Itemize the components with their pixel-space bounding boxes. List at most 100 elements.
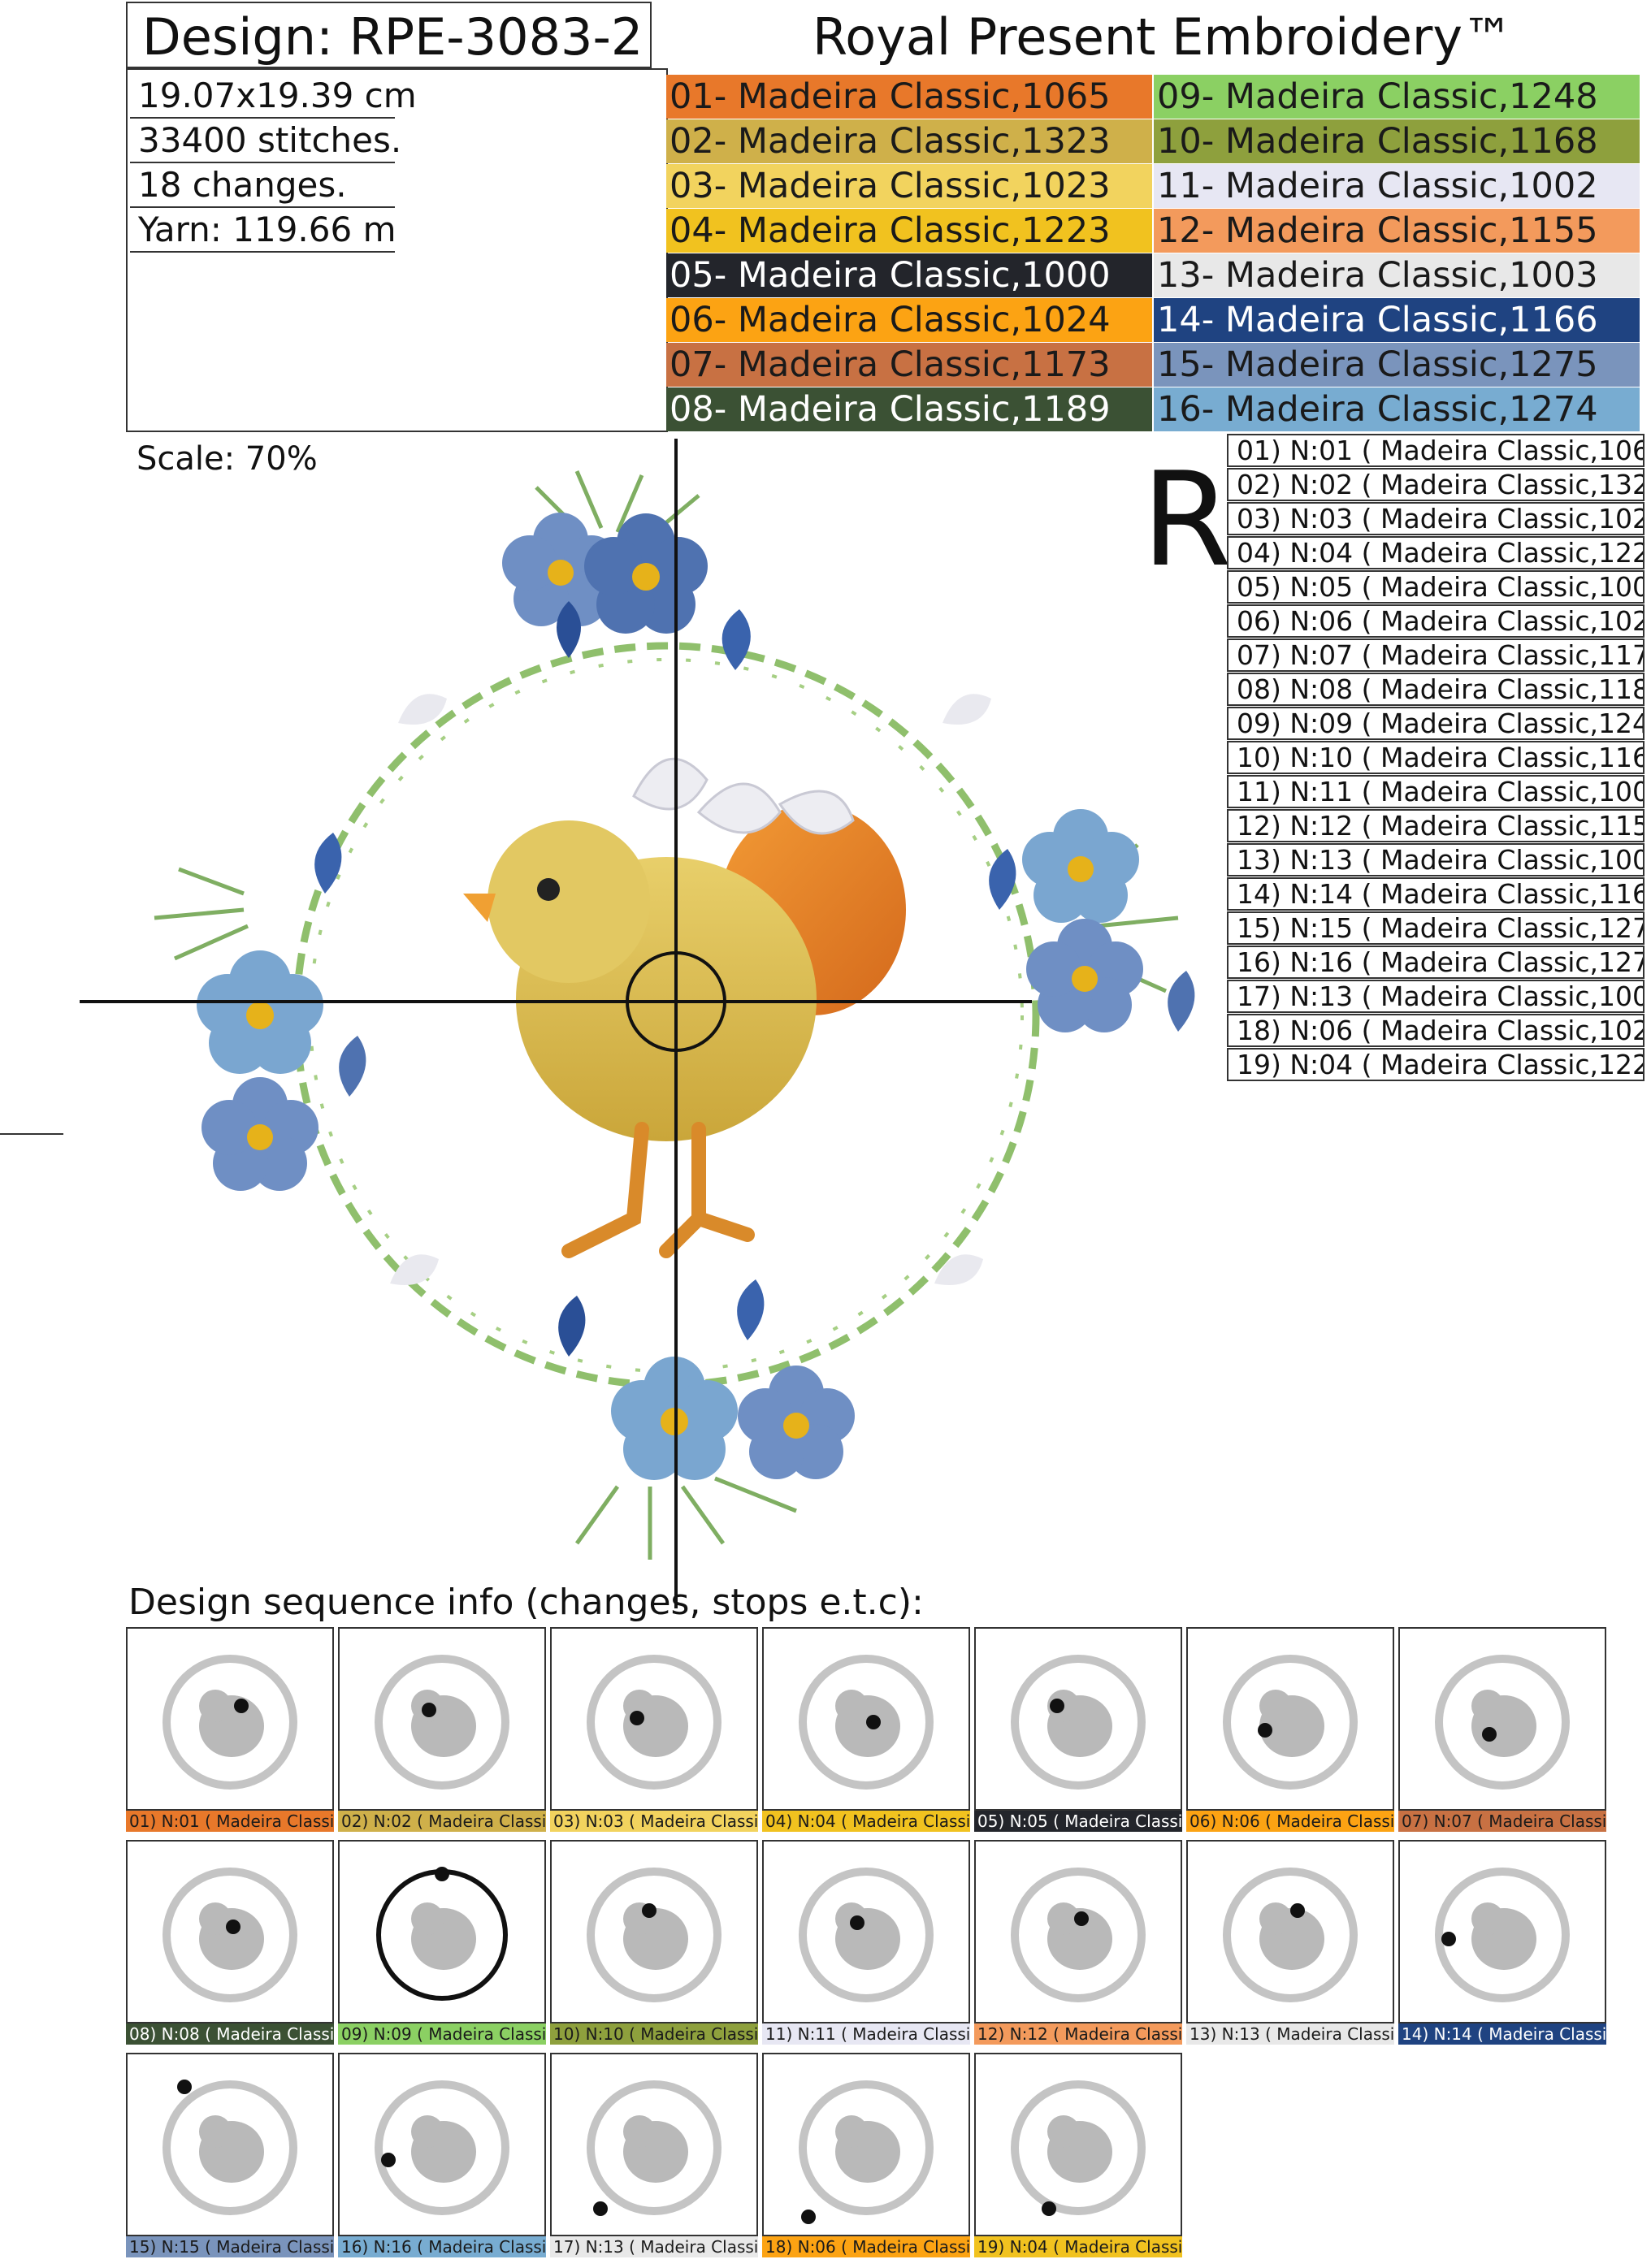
- thumbnail-preview: [376, 1867, 508, 2001]
- thumbnail-wreath: [1223, 1868, 1358, 2002]
- thumbnail-wreath: [375, 1655, 509, 1790]
- thumbnail-wreath: [1435, 1868, 1570, 2002]
- sequence-thumbnail: 07) N:07 ( Madeira Classic: [1398, 1627, 1606, 1835]
- thread-swatch: 07- Madeira Classic,1173: [666, 343, 1152, 387]
- sequence-item: 02) N:02 ( Madeira Classic,1323): [1227, 468, 1644, 501]
- sequence-item: 11) N:11 ( Madeira Classic,1002): [1227, 775, 1644, 808]
- thumbnail-stitch-mark: [234, 1699, 249, 1713]
- thumbnail-label: 13) N:13 ( Madeira Classic,1: [1186, 2023, 1394, 2045]
- sequence-thumbnail: 10) N:10 ( Madeira Classic,: [550, 1840, 758, 2048]
- sequence-thumbnail: 16) N:16 ( Madeira Classic,1: [338, 2053, 546, 2261]
- sequence-item: 01) N:01 ( Madeira Classic,1065): [1227, 434, 1644, 467]
- thumbnail-chick-head: [199, 2115, 232, 2148]
- sequence-thumbnail: 14) N:14 ( Madeira Classic,1: [1398, 1840, 1606, 2048]
- thumbnail-chick-head: [199, 1690, 232, 1722]
- sequence-list: 01) N:01 ( Madeira Classic,1065)02) N:02…: [1227, 434, 1648, 1084]
- thumbnail-label: 18) N:06 ( Madeira Classic,1: [762, 2236, 970, 2257]
- thumbnail-stitch-mark: [642, 1903, 656, 1918]
- thumbnail-label: 09) N:09 ( Madeira Classic: [338, 2023, 546, 2045]
- chick-legs: [561, 1122, 755, 1258]
- thumbnail-preview: [375, 2080, 509, 2215]
- sequence-thumbnail: 18) N:06 ( Madeira Classic,1: [762, 2053, 970, 2261]
- thumbnail-preview: [799, 1655, 934, 1790]
- sequence-item: 12) N:12 ( Madeira Classic,1155): [1227, 809, 1644, 842]
- thumbnail-preview: [1223, 1655, 1358, 1790]
- sequence-item: 14) N:14 ( Madeira Classic,1166): [1227, 877, 1644, 911]
- thumbnail-wreath: [1011, 1655, 1146, 1790]
- thumbnail-preview: [1011, 1868, 1146, 2002]
- thread-swatch: 05- Madeira Classic,1000: [666, 253, 1152, 297]
- thumbnail-preview: [799, 2080, 934, 2224]
- wreath-ring: [292, 642, 1040, 1389]
- flower-cluster-right: [934, 694, 1195, 1285]
- thumbnail-preview: [375, 1655, 509, 1790]
- thumbnail-stitch-mark: [381, 2153, 396, 2167]
- thumbnail-wreath: [1011, 2080, 1146, 2215]
- sequence-thumbnail: 01) N:01 ( Madeira Classic,1: [126, 1627, 334, 1835]
- chick-head: [488, 820, 650, 983]
- design-title: Design: RPE-3083-2: [142, 7, 644, 67]
- sequence-item: 15) N:15 ( Madeira Classic,1275): [1227, 911, 1644, 945]
- thumbnail-wreath: [162, 2080, 297, 2215]
- sequence-thumbnail: 12) N:12 ( Madeira Classic,1: [974, 1840, 1182, 2048]
- thumbnail-chick-head: [1047, 2115, 1080, 2148]
- center-mark: [626, 951, 726, 1052]
- thumbnail-wreath: [587, 1655, 722, 1790]
- thumbnail-preview: [1435, 1868, 1570, 2002]
- thumbnail-wreath: [162, 1868, 297, 2002]
- thumbnail-preview: [162, 1868, 297, 2002]
- sequence-thumbnail: 15) N:15 ( Madeira Classic,1: [126, 2053, 334, 2261]
- thread-swatch: 03- Madeira Classic,1023: [666, 164, 1152, 208]
- rotation-letter: R: [1142, 444, 1233, 595]
- sequence-thumbnail: 09) N:09 ( Madeira Classic: [338, 1840, 546, 2048]
- thread-swatch: 13- Madeira Classic,1003: [1154, 253, 1640, 297]
- thumbnail-label: 05) N:05 ( Madeira Classic: [974, 1811, 1182, 1832]
- thumbnail-stitch-mark: [1482, 1727, 1497, 1742]
- thread-swatch: 12- Madeira Classic,1155: [1154, 209, 1640, 253]
- thumbnail-preview: [587, 2080, 722, 2216]
- thumbnail-preview: [1435, 1655, 1570, 1790]
- thumbnail-chick-head: [1047, 1902, 1080, 1935]
- thumbnail-stitch-mark: [226, 1920, 240, 1934]
- sequence-thumbnail: 19) N:04 ( Madeira Classic,: [974, 2053, 1182, 2261]
- thread-swatch: 09- Madeira Classic,1248: [1154, 75, 1640, 119]
- chick-beak: [463, 894, 496, 922]
- sequence-item: 19) N:04 ( Madeira Classic,1223): [1227, 1048, 1644, 1081]
- thumbnail-preview: [1011, 1655, 1146, 1790]
- thumbnail-wreath: [799, 1868, 934, 2002]
- thumbnail-preview: [1223, 1868, 1358, 2002]
- thumbnail-stitch-mark: [1258, 1723, 1272, 1738]
- thumbnail-stitch-mark: [593, 2201, 608, 2216]
- thumbnail-label: 15) N:15 ( Madeira Classic,1: [126, 2236, 334, 2257]
- thread-swatch: 10- Madeira Classic,1168: [1154, 119, 1640, 163]
- thumbnail-wreath: [1011, 1868, 1146, 2002]
- thumbnail-chick-head: [199, 1902, 232, 1935]
- sequence-thumbnail: 03) N:03 ( Madeira Classic: [550, 1627, 758, 1835]
- sequence-item: 08) N:08 ( Madeira Classic,1189): [1227, 673, 1644, 706]
- thumbnail-wreath: [799, 1655, 934, 1790]
- thumbnail-stitch-mark: [435, 1867, 449, 1881]
- sequence-item: 03) N:03 ( Madeira Classic,1023): [1227, 502, 1644, 535]
- thumbnail-wreath: [587, 1868, 722, 2002]
- sequence-thumbnail: 05) N:05 ( Madeira Classic: [974, 1627, 1182, 1835]
- sequence-title: Design sequence info (changes, stops e.t…: [128, 1582, 924, 1623]
- design-size: 19.07x19.39 cm: [130, 75, 417, 119]
- thumbnail-chick-head: [1471, 1690, 1504, 1722]
- stitch-count: 33400 stitches.: [130, 119, 401, 163]
- sequence-item: 16) N:16 ( Madeira Classic,1274): [1227, 946, 1644, 979]
- thumbnail-preview: [162, 2080, 297, 2215]
- thumbnail-wreath: [1223, 1655, 1358, 1790]
- thumbnail-chick-head: [623, 2115, 656, 2148]
- margin-tick: [0, 1133, 63, 1135]
- thread-swatch: 14- Madeira Classic,1166: [1154, 298, 1640, 342]
- thumbnail-chick-head: [1259, 1902, 1292, 1935]
- thumbnail-preview: [799, 1868, 934, 2002]
- snowdrops: [632, 757, 855, 835]
- sequence-thumbnail: 11) N:11 ( Madeira Classic,10: [762, 1840, 970, 2048]
- sequence-item: 17) N:13 ( Madeira Classic,1003): [1227, 980, 1644, 1013]
- thread-swatch: 02- Madeira Classic,1323: [666, 119, 1152, 163]
- sequence-thumbnail: 04) N:04 ( Madeira Classic: [762, 1627, 970, 1835]
- thumbnail-stitch-mark: [866, 1715, 881, 1729]
- thumbnail-label: 16) N:16 ( Madeira Classic,1: [338, 2236, 546, 2257]
